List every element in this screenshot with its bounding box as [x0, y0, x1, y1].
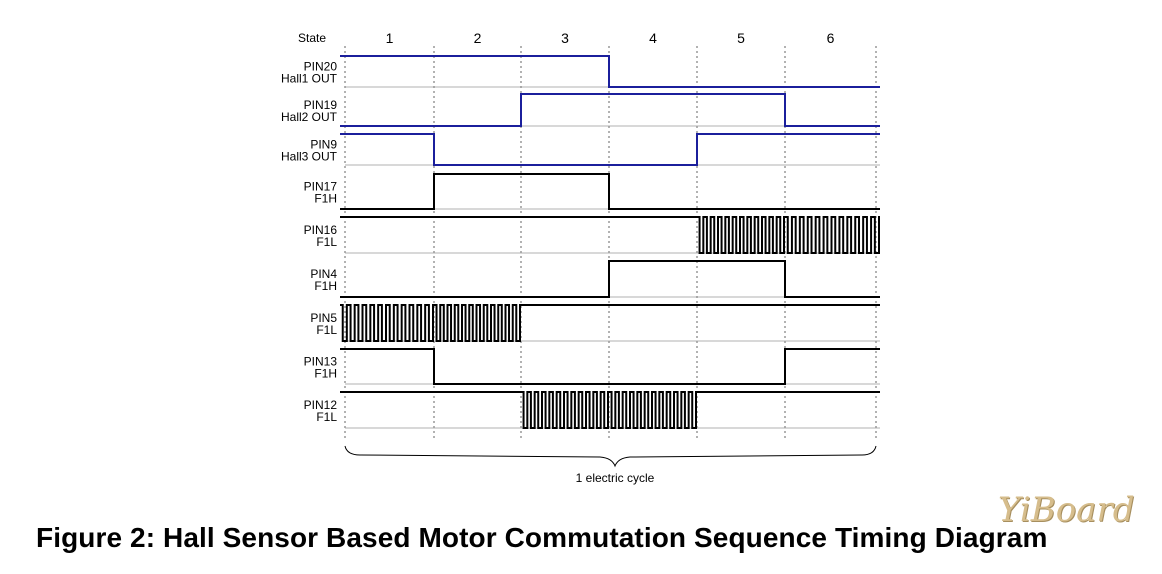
state-number-5: 5 — [737, 30, 745, 46]
pin12-waveform — [340, 391, 880, 429]
cycle-brace — [344, 445, 877, 468]
pin13-pin-label: PIN13 — [304, 355, 338, 369]
hall1-waveform — [340, 55, 880, 88]
hall1-pin-label: PIN20 — [304, 60, 338, 74]
pin16-pin-label: PIN16 — [304, 223, 338, 237]
pin4-signal-label: F1H — [314, 279, 337, 293]
pin5-waveform — [340, 304, 880, 342]
pin12-signal-label: F1L — [316, 410, 337, 424]
pin5-signal-label: F1L — [316, 323, 337, 337]
state-header-label: State — [298, 31, 326, 45]
pin12-pin-label: PIN12 — [304, 398, 338, 412]
figure-caption: Figure 2: Hall Sensor Based Motor Commut… — [36, 522, 1048, 553]
pin16-waveform — [340, 216, 880, 254]
hall1-signal-label: Hall1 OUT — [281, 72, 338, 86]
pin16-signal-label: F1L — [316, 235, 337, 249]
state-number-1: 1 — [386, 30, 394, 46]
state-number-6: 6 — [827, 30, 835, 46]
state-number-3: 3 — [561, 30, 569, 46]
state-numbers: 1 2 3 4 5 6 — [386, 30, 835, 46]
state-number-2: 2 — [474, 30, 482, 46]
watermark-logo: YiBoard — [998, 490, 1135, 530]
signal-waveforms — [340, 55, 880, 429]
cycle-label: 1 electric cycle — [576, 471, 655, 485]
state-number-4: 4 — [649, 30, 657, 46]
pin4-pin-label: PIN4 — [310, 267, 337, 281]
pin4-waveform — [340, 260, 880, 298]
pin13-waveform — [340, 348, 880, 385]
pin5-pin-label: PIN5 — [310, 311, 337, 325]
pin13-signal-label: F1H — [314, 367, 337, 381]
hall2-waveform — [340, 93, 880, 127]
hall3-signal-label: Hall3 OUT — [281, 150, 338, 164]
hall3-waveform — [340, 133, 880, 166]
hall2-pin-label: PIN19 — [304, 98, 338, 112]
pin17-signal-label: F1H — [314, 192, 337, 206]
hall3-pin-label: PIN9 — [310, 138, 337, 152]
hall2-signal-label: Hall2 OUT — [281, 110, 338, 124]
pin17-pin-label: PIN17 — [304, 180, 338, 194]
pin17-waveform — [340, 173, 880, 210]
